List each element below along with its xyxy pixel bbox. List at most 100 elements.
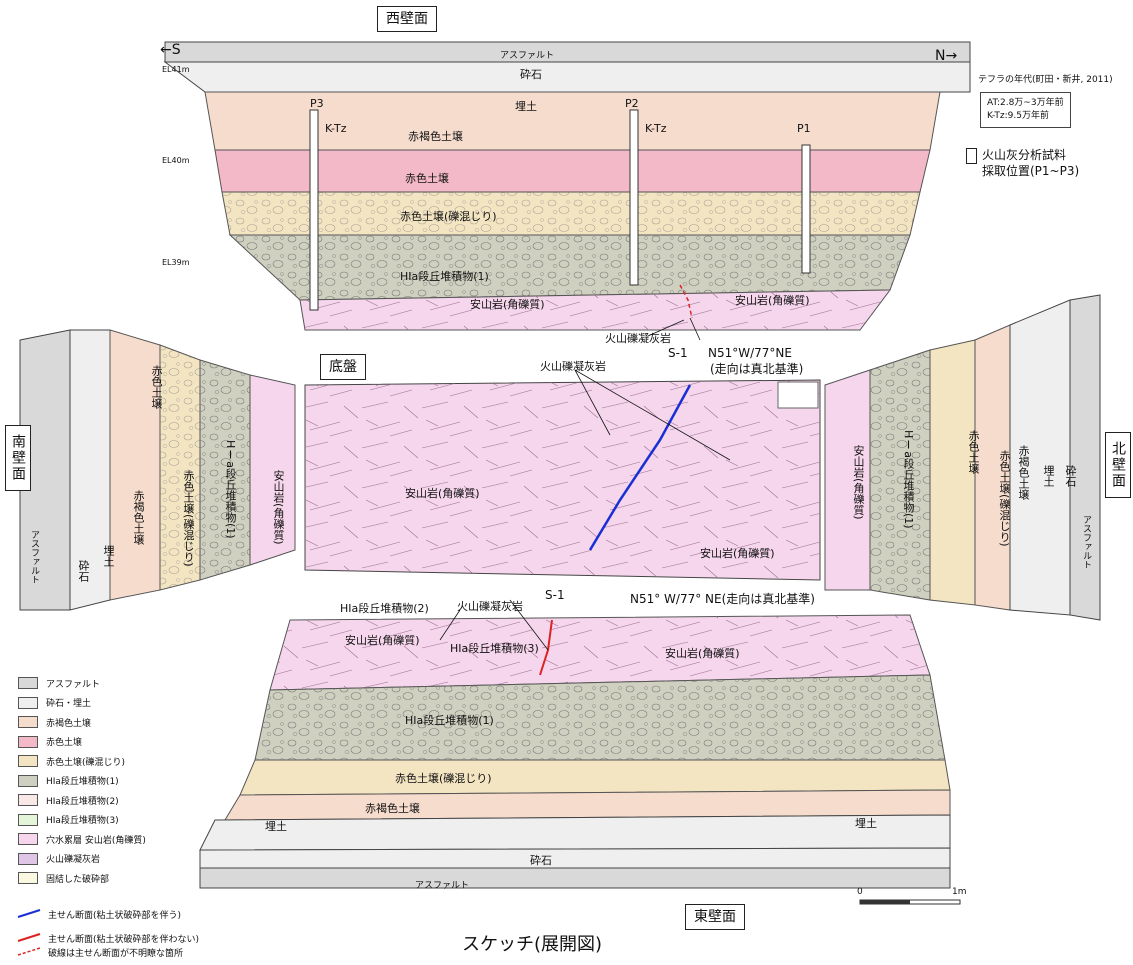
west-gravel-label: 砕石 xyxy=(520,68,542,81)
scale-bar xyxy=(859,899,961,905)
east-fill-left-label: 埋土 xyxy=(265,820,287,833)
sample-p2-label: P2 xyxy=(625,97,639,110)
leader-lines xyxy=(439,317,731,651)
strike-upper-line1: N51°W/77°NE xyxy=(708,346,792,360)
legend-item: HⅠa段丘堆積物(1) xyxy=(18,774,119,788)
east-wall-section xyxy=(199,614,951,889)
elevation-41-west: EL41m xyxy=(162,65,190,74)
ktz-label-p3: K-Tz xyxy=(325,122,347,135)
legend-label: 赤色土壌 xyxy=(46,738,83,748)
scale-zero: 0 xyxy=(857,887,863,897)
tephra-box: AT:2.8万~3万年前 K-Tz:9.5万年前 xyxy=(980,92,1071,128)
legend-item: 穴水累層 安山岩(角礫質) xyxy=(18,832,146,846)
south-hia1-label: HⅠa段丘堆積物(1) xyxy=(224,440,237,539)
legend-line-swatches xyxy=(17,909,41,956)
west-hia1-label: HⅠa段丘堆積物(1) xyxy=(400,270,489,283)
north-red-gravel-label: 赤色土壌(礫混じり) xyxy=(998,450,1011,547)
tephra-ktz: K-Tz:9.5万年前 xyxy=(987,111,1049,121)
legend-item: 赤色土壌 xyxy=(18,735,82,749)
sample-note-line2: 採取位置(P1~P3) xyxy=(982,164,1080,178)
east-hia3-label: HⅠa段丘堆積物(3) xyxy=(450,642,539,655)
north-andesite-label: 安山岩(角礫質) xyxy=(852,445,865,520)
legend-label: アスファルト xyxy=(46,679,101,690)
elevation-40-west: EL40m xyxy=(162,156,190,165)
direction-north: N→ xyxy=(935,48,958,64)
legend-label: HⅠa段丘堆積物(2) xyxy=(46,796,119,807)
legend-swatch xyxy=(18,774,38,787)
north-wall-section xyxy=(824,294,1101,621)
west-andesite-right-label: 安山岩(角礫質) xyxy=(735,294,810,307)
north-gravel-label: 砕石 xyxy=(1064,465,1077,487)
west-andesite-left-label: 安山岩(角礫質) xyxy=(470,298,545,311)
south-asphalt-label: アスファルト xyxy=(29,530,39,584)
south-red-gravel-label: 赤色土壌(礫混じり) xyxy=(182,470,195,567)
east-gravel-label: 砕石 xyxy=(530,854,552,867)
legend-swatch xyxy=(18,872,38,884)
west-wall-label: 西壁面 xyxy=(377,6,437,32)
ktz-label-p2: K-Tz xyxy=(645,122,667,135)
elevation-39-west: EL39m xyxy=(162,258,190,267)
east-hia1-label: HⅠa段丘堆積物(1) xyxy=(405,714,494,727)
legend-swatch xyxy=(18,794,38,806)
sample-note-line1: 火山灰分析試料 xyxy=(982,148,1067,162)
east-andesite-2: 安山岩(角礫質) xyxy=(665,647,740,660)
base-tuff-label: 火山礫凝灰岩 xyxy=(540,360,606,373)
legend-swatch xyxy=(18,735,38,748)
north-red-brown-label: 赤褐色土壌 xyxy=(1017,445,1030,500)
east-red-brown-label: 赤褐色土壌 xyxy=(365,802,420,815)
strike-lower: N51° W/77° NE(走向は真北基準) xyxy=(630,592,815,606)
south-wall-section xyxy=(19,329,296,611)
east-asphalt-label: アスファルト xyxy=(415,881,470,891)
legend-item: 固結した破砕部 xyxy=(18,871,109,885)
legend-item: 赤褐色土壌 xyxy=(18,715,91,729)
legend-item: 砕石・埋土 xyxy=(18,696,91,710)
west-red-label: 赤色土壌 xyxy=(405,172,449,185)
s1-lower-label: S-1 xyxy=(545,588,565,602)
north-asphalt-label: アスファルト xyxy=(1081,515,1091,569)
west-wall-section xyxy=(163,41,971,331)
west-red-brown-label: 赤褐色土壌 xyxy=(408,130,463,143)
legend-label: HⅠa段丘堆積物(1) xyxy=(46,777,119,787)
legend-red-line-label: 主せん断面(粘土状破砕部を伴わない) xyxy=(48,935,200,945)
west-fill-label: 埋土 xyxy=(515,100,537,113)
sample-p1-label: P1 xyxy=(797,122,811,135)
legend-item: HⅠa段丘堆積物(3) xyxy=(18,813,119,827)
legend-label: 赤色土壌(礫混じり) xyxy=(46,757,126,768)
legend-swatch xyxy=(18,677,38,689)
legend-item: 赤色土壌(礫混じり) xyxy=(18,754,125,768)
sample-marker-icon xyxy=(966,148,977,164)
south-red-label: 赤色土壌 xyxy=(150,365,163,409)
legend-dashed-line-label: 破線は主せん断面が不明瞭な箇所 xyxy=(48,949,184,959)
legend-blue-line-label: 主せん断面(粘土状破砕部を伴う) xyxy=(48,911,182,921)
east-wall-label: 東壁面 xyxy=(685,904,745,930)
legend-item: HⅠa段丘堆積物(2) xyxy=(18,793,119,807)
legend-swatch xyxy=(18,852,38,865)
south-gravel-label: 砕石 xyxy=(77,560,90,582)
east-tuff-label: 火山礫凝灰岩 xyxy=(457,600,523,613)
caption: スケッチ(展開図) xyxy=(462,934,603,955)
legend-label: 砕石・埋土 xyxy=(46,699,92,709)
direction-south: ←S xyxy=(160,42,181,58)
base-andesite-1: 安山岩(角礫質) xyxy=(405,487,480,500)
base-label: 底盤 xyxy=(320,354,366,380)
legend-swatch xyxy=(18,833,38,845)
legend-label: 赤褐色土壌 xyxy=(46,718,92,729)
legend-swatch xyxy=(18,716,38,728)
south-red-brown-label: 赤褐色土壌 xyxy=(132,490,145,545)
south-andesite-label: 安山岩(角礫質) xyxy=(272,470,285,545)
legend-label: 火山礫凝灰岩 xyxy=(46,855,101,865)
east-red-gravel-label: 赤色土壌(礫混じり) xyxy=(395,772,492,785)
tephra-at: AT:2.8万~3万年前 xyxy=(987,98,1064,108)
north-fill-label: 埋土 xyxy=(1042,465,1055,487)
legend-swatch xyxy=(18,813,38,826)
legend-label: HⅠa段丘堆積物(3) xyxy=(46,816,119,826)
legend-swatch xyxy=(18,696,38,709)
west-tuff-label: 火山礫凝灰岩 xyxy=(605,332,671,345)
legend-item: アスファルト xyxy=(18,676,100,690)
east-fill-right-label: 埋土 xyxy=(855,817,877,830)
south-wall-label: 南壁面 xyxy=(5,425,31,491)
west-red-gravel-label: 赤色土壌(礫混じり) xyxy=(400,210,497,223)
east-andesite-1: 安山岩(角礫質) xyxy=(345,634,420,647)
legend-swatch xyxy=(18,755,38,767)
